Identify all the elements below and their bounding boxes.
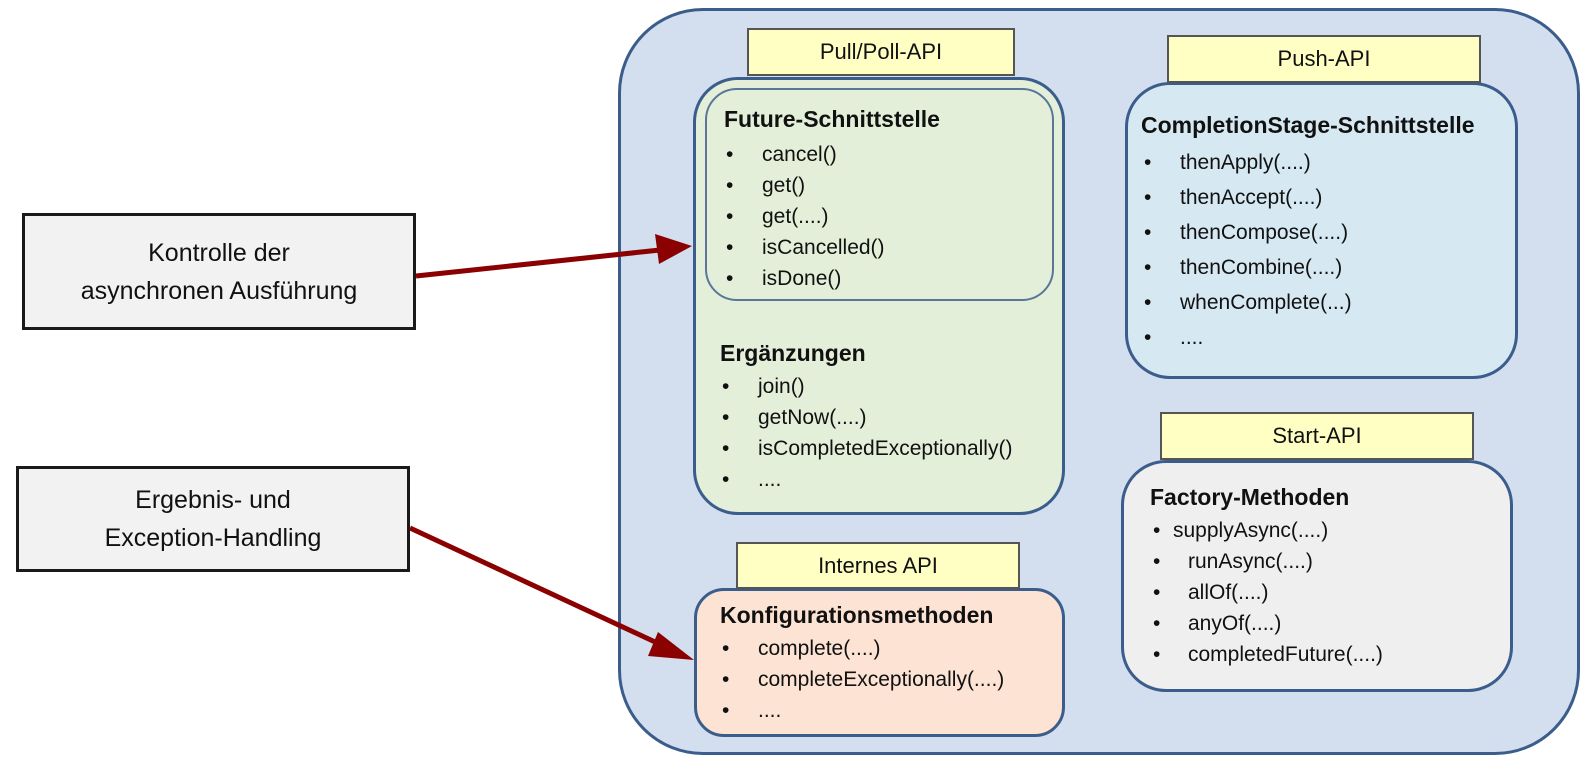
bullet-icon: • (722, 437, 730, 460)
bullet-icon: • (726, 267, 734, 290)
start-api-label: Start-API (1160, 412, 1474, 460)
bullet-icon: • (1144, 256, 1152, 279)
extensions-title: Ergänzungen (720, 340, 866, 366)
arrow-line (408, 525, 670, 651)
factory-methods-title: Factory-Methoden (1150, 484, 1350, 510)
start-api-panel (1121, 460, 1513, 692)
result-box-line2: Exception-Handling (104, 524, 322, 552)
future-title: Future-Schnittstelle (724, 106, 940, 132)
arrowhead-icon (655, 234, 692, 264)
bullet-icon: • (726, 205, 734, 228)
bullet-icon: • (1153, 643, 1161, 666)
control-box-line1: Kontrolle der (148, 238, 290, 267)
bullet-icon: • (1153, 612, 1161, 635)
arrow-result-to-internal (408, 525, 694, 660)
internal-api-panel (694, 588, 1065, 737)
bullet-icon: • (1153, 519, 1161, 542)
bullet-icon: • (1144, 291, 1152, 314)
bullet-icon: • (722, 375, 730, 398)
bullet-icon: • (726, 236, 734, 259)
bullet-icon: • (1144, 186, 1152, 209)
push-api-label: Push-API (1167, 35, 1481, 83)
bullet-icon: • (1153, 550, 1161, 573)
bullet-icon: • (722, 406, 730, 429)
arrowhead-icon (648, 632, 694, 660)
bullet-icon: • (1144, 326, 1152, 349)
internal-api-label: Internes API (736, 542, 1020, 589)
control-box-line2: asynchronen Ausführung (80, 276, 358, 305)
bullet-icon: • (1153, 581, 1161, 604)
configuration-methods-title: Konfigurationsmethoden (720, 602, 994, 628)
result-box: Ergebnis- und Exception-Handling (16, 466, 410, 572)
arrow-control-to-future (415, 234, 692, 279)
result-box-line1: Ergebnis- und (135, 486, 291, 514)
bullet-icon: • (722, 668, 730, 691)
future-interface-box (705, 88, 1054, 301)
bullet-icon: • (722, 468, 730, 491)
completion-stage-title: CompletionStage-Schnittstelle (1141, 112, 1475, 138)
bullet-icon: • (726, 174, 734, 197)
arrow-line (415, 247, 661, 279)
bullet-icon: • (722, 637, 730, 660)
bullet-icon: • (726, 143, 734, 166)
pull-api-label: Pull/Poll-API (747, 28, 1015, 76)
bullet-icon: • (1144, 151, 1152, 174)
push-api-panel (1125, 82, 1518, 379)
bullet-icon: • (1144, 221, 1152, 244)
control-box: Kontrolle der asynchronen Ausführung (22, 213, 416, 330)
bullet-icon: • (722, 699, 730, 722)
